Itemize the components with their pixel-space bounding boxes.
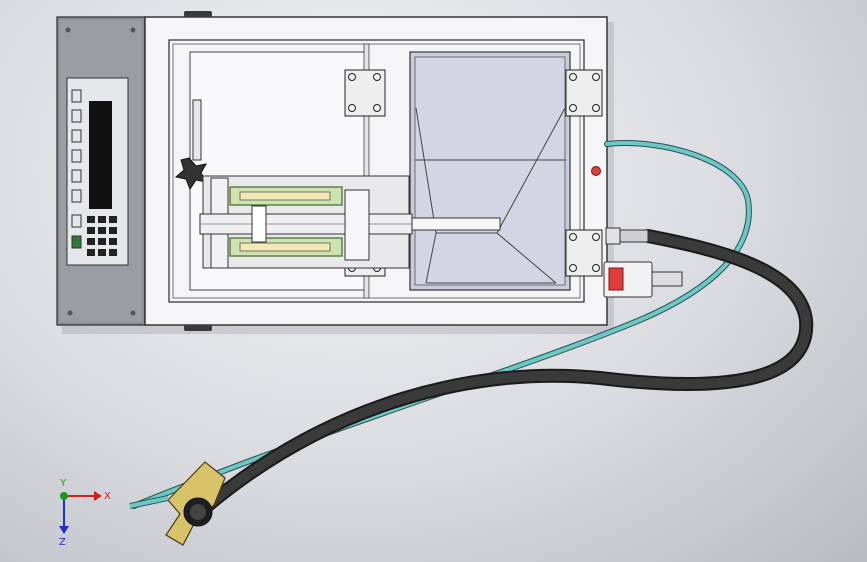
red-connector [603, 261, 683, 298]
panel-screw [130, 27, 136, 33]
control-panel [56, 16, 146, 326]
hinge-bottom-right [565, 229, 603, 277]
bottom-foot [184, 325, 212, 331]
axis-triad: X Y Z [59, 478, 111, 548]
star-knob [174, 157, 209, 191]
rail-guide-left [251, 205, 267, 243]
hoses [131, 140, 814, 519]
z-axis-head [59, 526, 69, 534]
black-hose-fitting [605, 227, 649, 245]
x-axis-head [94, 491, 102, 501]
controller-side-buttons [71, 89, 82, 249]
lid-seam [363, 43, 370, 299]
hinge-top-center [344, 69, 386, 117]
ejector-rod [411, 217, 501, 231]
internal-mechanism [174, 99, 501, 269]
hinge-top-right [565, 69, 603, 117]
top-foot [184, 11, 212, 17]
panel-screw [67, 310, 73, 316]
inner-frame [168, 39, 585, 303]
x-axis-label: X [104, 491, 111, 502]
y-axis-marker [60, 492, 68, 500]
indicator-lamp [591, 166, 601, 176]
rail-guide-right [344, 189, 370, 261]
panel-screw [65, 27, 71, 33]
z-axis-label: Z [59, 537, 66, 548]
y-axis-label: Y [59, 478, 67, 489]
controller-display [89, 101, 112, 209]
enclosure-body [144, 11, 608, 331]
controller-keypad [87, 216, 117, 256]
hopper-lines [415, 107, 566, 284]
support-bracket [192, 99, 202, 161]
nozzle-assembly [129, 461, 226, 546]
panel-screw [130, 310, 136, 316]
